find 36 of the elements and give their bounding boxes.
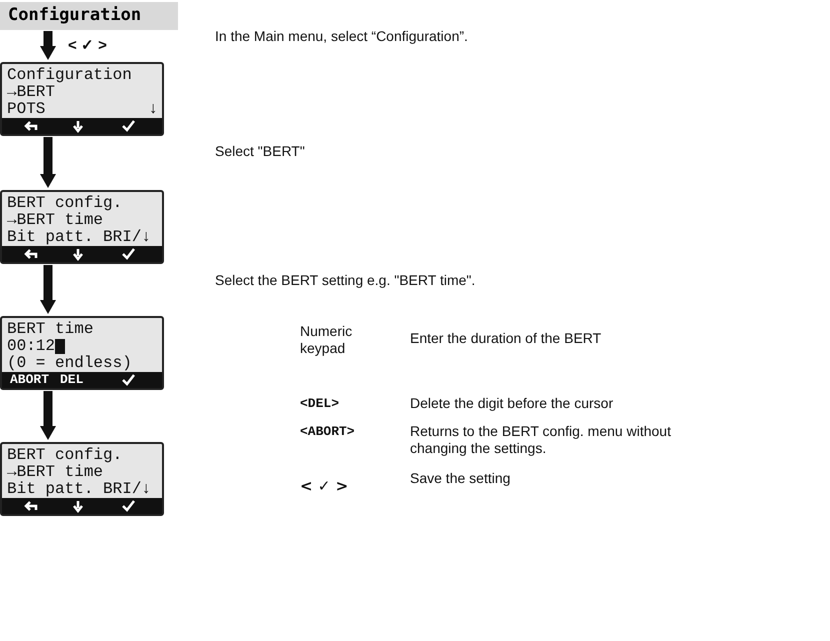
lcd-screen: [0, 62, 164, 136]
key-label: < ✓ >: [300, 478, 350, 495]
description-text: Delete the digit before the cursor: [410, 395, 614, 412]
screen-text: →BERT time: [7, 463, 104, 481]
screen-text: Bit patt. BRI/↓: [7, 228, 152, 246]
screen-text: 00:12: [7, 337, 56, 355]
lcd-screen: [0, 316, 164, 390]
arrow: [40, 31, 56, 60]
menu-item-box: Configuration: [0, 2, 178, 30]
screen-text: BERT time: [7, 320, 94, 338]
instruction-text: Select the BERT setting e.g. "BERT time".: [215, 272, 476, 289]
description-text: Returns to the BERT config. menu without changing the settings.: [410, 423, 672, 457]
instruction-text: Select "BERT": [215, 143, 305, 160]
key-label: <DEL>: [300, 395, 340, 412]
lcd-screen: [0, 190, 164, 264]
screen-text: BERT config.: [7, 446, 122, 464]
lcd-screen: [0, 442, 164, 516]
screen-text: →BERT time: [7, 211, 104, 229]
screen-text: ↓: [148, 100, 158, 118]
arrow: [40, 265, 56, 314]
softkey-label: ABORT: [10, 372, 50, 388]
arrow: [40, 391, 56, 440]
screen-text: Configuration: [7, 66, 132, 84]
key-label: Numeric keypad: [300, 323, 354, 357]
edge-label: < ✓ >: [68, 37, 107, 54]
softkey-label: DEL: [60, 372, 84, 388]
description-text: Save the setting: [410, 470, 512, 487]
screen-text: BERT config.: [7, 194, 122, 212]
instruction-text: In the Main menu, select “Configuration”.: [215, 28, 468, 45]
key-label: <ABORT>: [300, 423, 356, 440]
screen-text: POTS: [7, 100, 46, 118]
arrow: [40, 137, 56, 188]
screen-text: (0 = endless): [7, 354, 132, 372]
screen-text: →BERT: [7, 83, 56, 101]
screen-text: Bit patt. BRI/↓: [7, 480, 152, 498]
description-text: Enter the duration of the BERT: [410, 330, 602, 347]
